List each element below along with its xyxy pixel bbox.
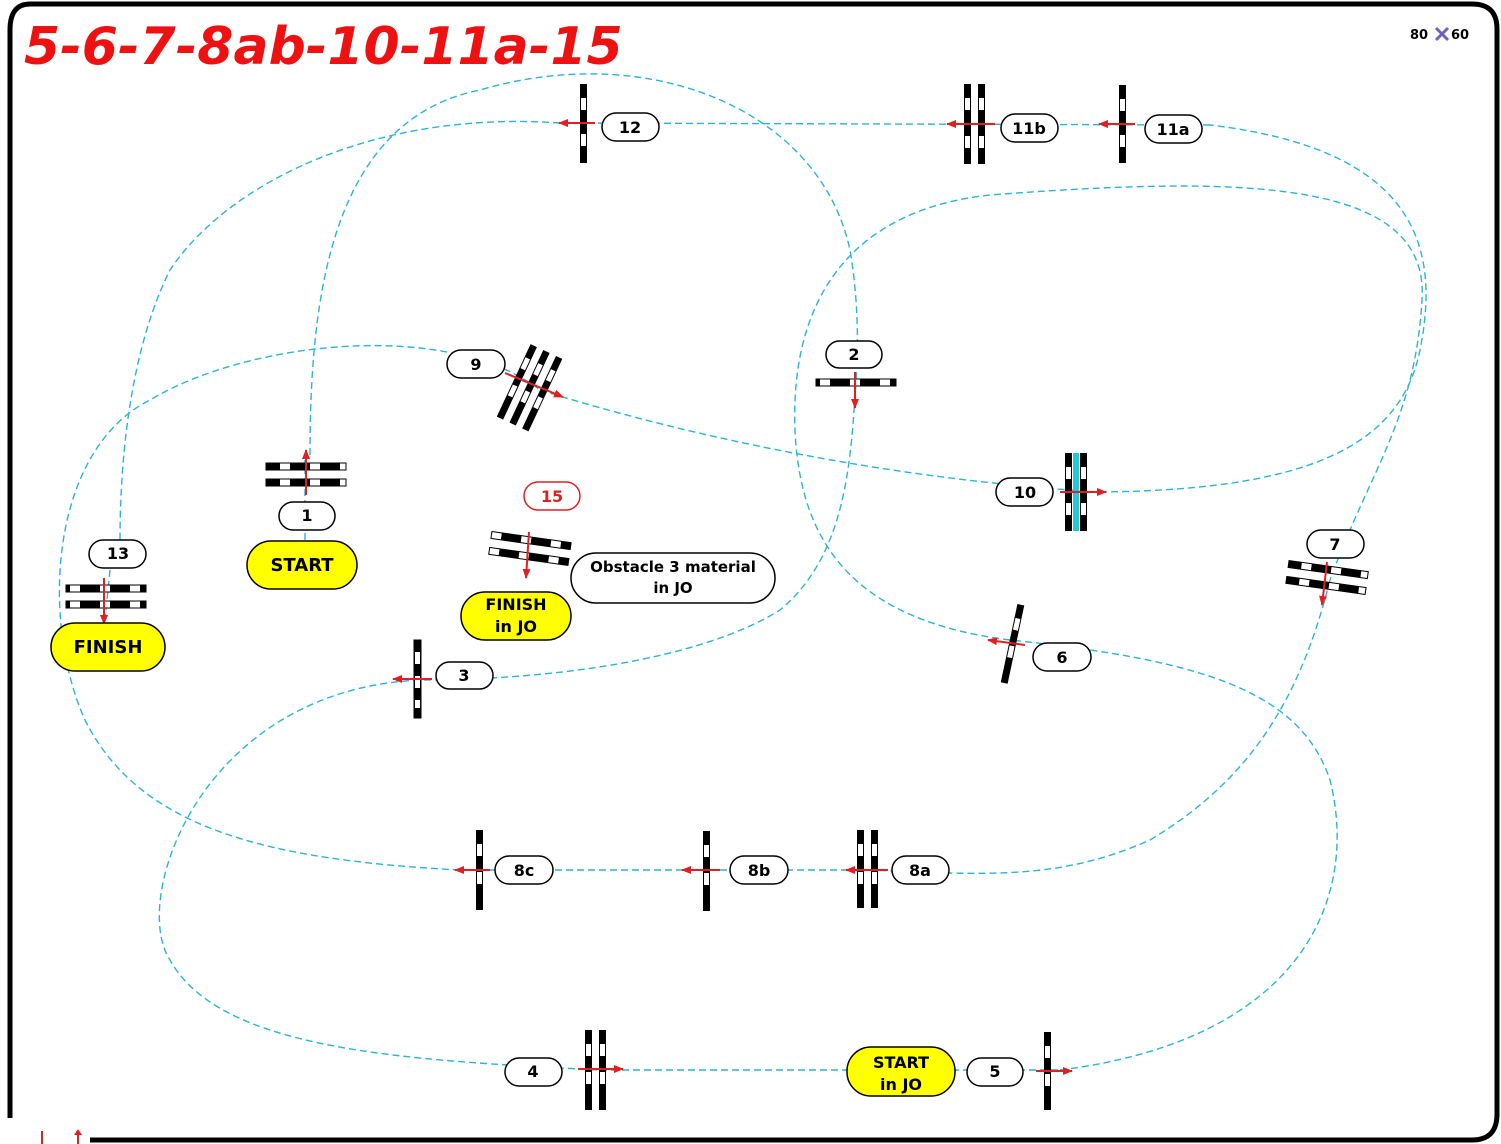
obstacle-8b[interactable]: 8b — [681, 831, 789, 911]
route-12-to-13 — [119, 120, 561, 541]
obstacle-9-number-badge — [446, 349, 506, 379]
obstacle-2-number-badge — [825, 340, 883, 369]
cross-icon — [1434, 26, 1450, 42]
arena-size: 80 60 — [1410, 26, 1469, 43]
obstacle-11a-number-badge — [1144, 114, 1203, 144]
route-8c-to-9 — [58, 344, 541, 871]
obstacle-2[interactable]: 2 — [815, 340, 897, 409]
obstacle-15-direction-arrow — [522, 531, 531, 579]
obstacle-4-number-badge — [504, 1057, 563, 1087]
route-1-to-2 — [309, 73, 859, 456]
obstacle-8b-number: 8b — [748, 861, 771, 880]
obstacle-11a[interactable]: 11a — [1098, 85, 1203, 163]
obstacle-8c[interactable]: 8c — [454, 830, 554, 910]
route-13-to-finish — [104, 569, 111, 621]
obstacle-1-number-badge — [278, 501, 336, 531]
jo-material-note-line2: in JO — [653, 579, 692, 597]
obstacle-4-number: 4 — [527, 1062, 538, 1081]
start-in-jo-line2: in JO — [880, 1075, 922, 1094]
obstacle-10-number-badge — [995, 477, 1054, 507]
obstacle-12[interactable]: 12 — [558, 84, 660, 163]
obstacle-12-number: 12 — [619, 118, 641, 137]
jo-material-note: Obstacle 3 material in JO — [570, 552, 776, 604]
obstacle-1[interactable]: 1 — [265, 449, 347, 531]
obstacle-5-number-badge — [966, 1057, 1024, 1087]
arena-border — [7, 1, 1500, 1143]
obstacle-1-number: 1 — [301, 506, 312, 525]
obstacle-6-number-badge — [1032, 642, 1092, 672]
start-in-jo-line1: START — [873, 1053, 929, 1072]
obstacle-8c-number-badge — [494, 855, 554, 885]
obstacle-15-number: 15 — [541, 487, 563, 506]
obstacle-11a-number: 11a — [1156, 120, 1189, 139]
obstacle-7-rail-front — [1287, 559, 1369, 580]
obstacle-13-rail-front — [65, 584, 147, 593]
obstacle-8a[interactable]: 8a — [845, 830, 950, 908]
obstacle-11b-number: 11b — [1012, 119, 1046, 138]
obstacle-6[interactable]: 6 — [987, 604, 1092, 684]
finish-in-jo-line2: in JO — [495, 617, 537, 636]
obstacle-5-number: 5 — [989, 1062, 1000, 1081]
obstacle-8c-number: 8c — [514, 861, 535, 880]
obstacle-9-number: 9 — [470, 355, 481, 374]
obstacle-11b[interactable]: 11b — [946, 84, 1059, 164]
obstacle-9[interactable]: 9 — [446, 344, 564, 432]
obstacle-10[interactable]: 10 — [995, 453, 1107, 531]
obstacle-15-number-badge — [523, 481, 581, 511]
start-badge[interactable]: START — [246, 540, 358, 590]
course-title: 5-6-7-8ab-10-11a-15 — [24, 17, 623, 77]
obstacle-8b-number-badge — [729, 855, 789, 885]
finish-in-jo-badge[interactable]: FINISH in JO — [460, 591, 572, 641]
obstacle-6-number: 6 — [1056, 648, 1067, 667]
obstacle-4[interactable]: 4 — [504, 1030, 624, 1110]
jo-material-note-line1: Obstacle 3 material — [590, 558, 756, 576]
obstacle-5[interactable]: 5 — [966, 1032, 1073, 1110]
obstacle-10-number: 10 — [1014, 483, 1036, 502]
obstacle-7-number: 7 — [1329, 535, 1340, 554]
finish-badge[interactable]: FINISH — [50, 622, 166, 672]
obstacle-8a-number: 8a — [909, 861, 931, 880]
north-arrows-icon — [41, 1129, 82, 1144]
obstacle-8a-number-badge — [891, 855, 950, 885]
route-10-to-11a — [1099, 124, 1427, 493]
obstacle-2-number: 2 — [848, 345, 859, 364]
obstacle-15[interactable]: 15 — [488, 481, 581, 579]
obstacle-13-number-badge — [88, 539, 147, 569]
obstacle-3-number: 3 — [458, 666, 469, 685]
arena-height: 60 — [1451, 28, 1469, 43]
obstacle-13-number: 13 — [107, 544, 129, 563]
obstacle-6-direction-arrow — [987, 637, 1026, 646]
obstacle-13-rail-back — [65, 600, 147, 609]
start-label: START — [270, 555, 334, 576]
finish-in-jo-line1: FINISH — [485, 595, 546, 614]
route-9-to-10 — [539, 389, 1101, 493]
start-in-jo-badge[interactable]: START in JO — [846, 1046, 956, 1097]
finish-label: FINISH — [74, 637, 143, 658]
obstacle-15-rail-front — [490, 530, 572, 551]
obstacle-3-number-badge — [435, 661, 494, 690]
route-6-to-7 — [794, 185, 1423, 641]
obstacle-3[interactable]: 3 — [392, 639, 494, 719]
obstacle-7-number-badge — [1306, 529, 1365, 559]
route-5-to-6 — [1009, 639, 1338, 1071]
obstacle-12-number-badge — [601, 112, 660, 142]
arena-width: 80 — [1410, 28, 1428, 43]
obstacle-13[interactable]: 13 — [65, 539, 147, 625]
obstacle-7-rail-back — [1285, 575, 1367, 596]
route-11a-to-12 — [559, 122, 1211, 126]
obstacle-7-direction-arrow — [1319, 561, 1328, 606]
obstacle-7[interactable]: 7 — [1285, 529, 1369, 606]
obstacle-9-direction-arrow — [504, 372, 564, 398]
obstacle-11b-number-badge — [1000, 113, 1059, 143]
route-3-to-4 — [158, 679, 601, 1071]
obstacle-15-rail-back — [488, 546, 570, 567]
route-7-to-8a — [869, 579, 1331, 875]
